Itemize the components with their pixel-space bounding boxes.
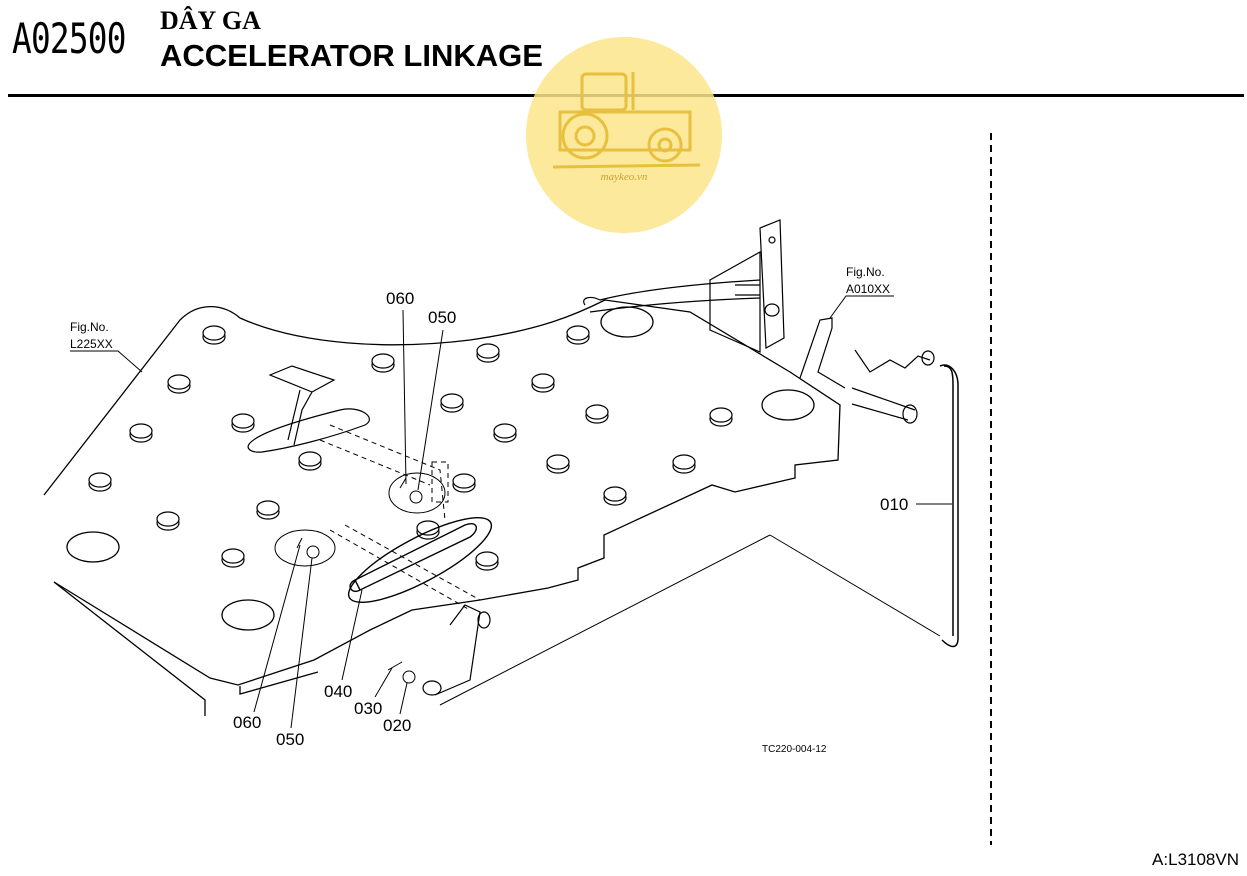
pin-detail-upper	[388, 472, 446, 514]
pin-washer-020-030	[387, 661, 416, 684]
floor-plate	[43, 299, 841, 716]
drawing-reference: TC220-004-12	[762, 744, 827, 755]
callout-030: 030	[354, 699, 382, 718]
upper-bracket	[583, 219, 785, 353]
title-vietnamese: DÂY GA	[160, 6, 261, 35]
fig-ref-right-label: Fig.No.	[846, 265, 885, 279]
callout-060-lower: 060	[233, 713, 261, 732]
throttle-rod-010	[939, 364, 959, 648]
callout-010: 010	[880, 495, 908, 514]
callouts: 060 050 010 060 050 040 030 020	[233, 289, 952, 749]
lower-bracket	[422, 604, 491, 696]
right-lever	[799, 317, 935, 424]
watermark-text: maykeo.vn	[601, 171, 648, 183]
fig-ref-left-value: L225XX	[70, 337, 113, 351]
callout-060-upper: 060	[386, 289, 414, 308]
lower-guide-line	[439, 534, 771, 706]
callout-050-upper: 050	[428, 308, 456, 327]
fig-ref-right-value: A010XX	[846, 282, 890, 296]
footer-model-code: A:L3108VN	[1152, 850, 1239, 869]
pin-detail-lower	[274, 529, 336, 567]
callout-040: 040	[324, 682, 352, 701]
rod-guide-line	[769, 534, 941, 637]
callout-050-lower: 050	[276, 730, 304, 749]
title-english: ACCELERATOR LINKAGE	[160, 38, 543, 73]
callout-020: 020	[383, 716, 411, 735]
diagram-code: A02500	[12, 14, 126, 63]
watermark-logo: maykeo.vn	[526, 37, 722, 233]
linkage-rod-040	[347, 517, 493, 603]
hidden-lines	[319, 424, 481, 611]
fig-ref-right: Fig.No. A010XX	[829, 265, 894, 319]
pedal-assembly	[247, 365, 370, 453]
fig-ref-left: Fig.No. L225XX	[70, 320, 143, 373]
fig-ref-left-label: Fig.No.	[70, 320, 109, 334]
plate-bosses	[88, 325, 733, 571]
